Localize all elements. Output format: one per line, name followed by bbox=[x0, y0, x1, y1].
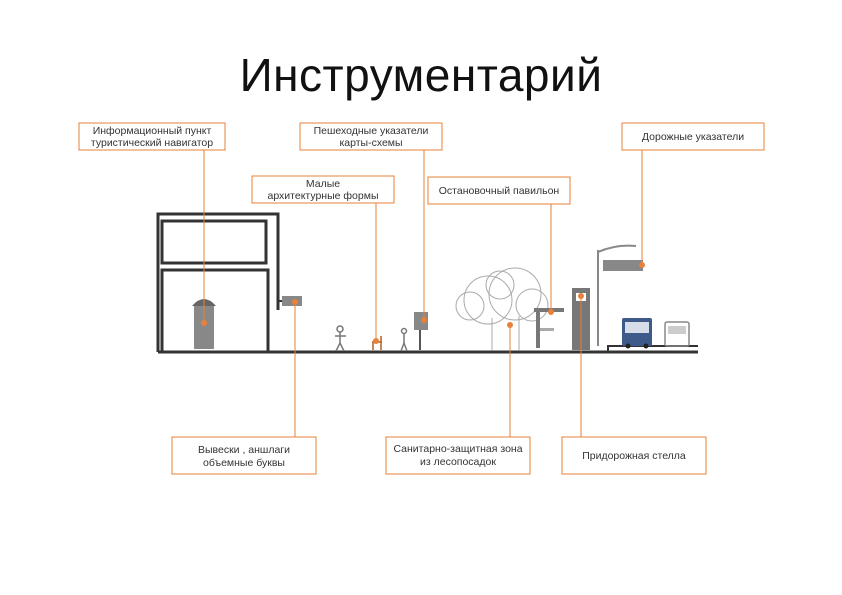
label-pedestrian-signs-line1: Пешеходные указатели bbox=[314, 125, 429, 137]
label-pedestrian-signs-line2: карты-схемы bbox=[339, 137, 402, 149]
tree-belt bbox=[455, 267, 549, 350]
bus-icon bbox=[622, 318, 652, 349]
label-small-forms-line2: архитектурные формы bbox=[267, 190, 378, 202]
label-sanitary-zone-line1: Санитарно-защитная зона bbox=[393, 443, 522, 455]
label-roadside-stele: Придорожная стелла bbox=[582, 450, 686, 462]
page-title: Инструментарий bbox=[239, 49, 603, 101]
label-box-small-forms bbox=[251, 175, 395, 204]
label-box-info-point bbox=[78, 122, 226, 151]
label-box-signboards bbox=[171, 436, 317, 475]
marker-dots bbox=[201, 262, 645, 344]
label-box-sanitary-zone bbox=[385, 436, 531, 475]
label-box-bus-stop bbox=[427, 176, 571, 205]
label-signboards-line1: Вывески , аншлаги bbox=[198, 444, 290, 456]
street-lamp-with-road-sign bbox=[597, 244, 643, 346]
label-box-roadside-stele bbox=[561, 436, 707, 475]
building bbox=[156, 212, 280, 352]
label-small-forms-line1: Малые bbox=[306, 178, 340, 190]
label-info-point-line1: Информационный пункт bbox=[93, 125, 212, 137]
label-info-point-line2: туристический навигатор bbox=[91, 137, 213, 149]
leader-lines bbox=[203, 150, 643, 437]
label-sanitary-zone-line2: из лесопосадок bbox=[420, 456, 496, 468]
label-box-pedestrian-signs bbox=[299, 122, 443, 151]
bus-icon-2 bbox=[664, 321, 690, 347]
label-signboards-line2: объемные буквы bbox=[203, 457, 285, 469]
label-box-road-signs bbox=[621, 122, 765, 151]
label-road-signs: Дорожные указатели bbox=[642, 131, 744, 143]
pedestrian-figure bbox=[335, 325, 346, 352]
pedestrian-figure-2 bbox=[400, 327, 408, 352]
wall-signboard bbox=[282, 296, 302, 306]
road-curb bbox=[596, 345, 698, 353]
label-bus-stop: Остановочный павильон bbox=[439, 185, 560, 197]
